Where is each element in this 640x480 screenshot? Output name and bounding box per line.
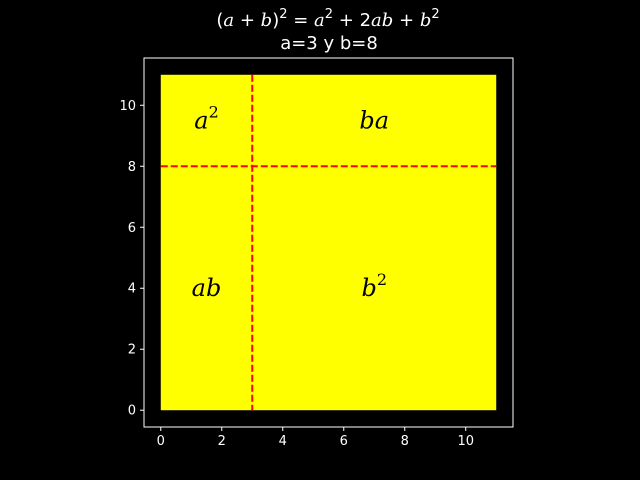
x-tick-label: 6: [340, 434, 348, 449]
y-axis-ticks: 0 2 4 6 8 10: [119, 99, 144, 419]
x-tick-label: 2: [218, 434, 226, 449]
title-line-1: (a + b)2 = a2 + 2ab + b2: [216, 7, 439, 31]
title-part: +: [234, 10, 261, 31]
region-label-ba: ba: [359, 107, 389, 135]
title-variable: b: [420, 10, 432, 31]
title-exponent: 2: [279, 7, 287, 22]
region-label-b2-exponent: 2: [377, 270, 387, 289]
x-tick-label: 10: [457, 434, 474, 449]
x-axis-ticks: 0 2 4 6 8 10: [157, 427, 474, 449]
x-tick-label: 0: [157, 434, 165, 449]
region-label-b2-base: b: [361, 274, 376, 302]
y-tick-label: 4: [128, 282, 136, 297]
region-label-ba-base: ba: [359, 107, 389, 135]
title-part: +: [393, 10, 420, 31]
x-tick-label: 4: [279, 434, 287, 449]
title-exponent: 2: [431, 7, 439, 22]
title-part: =: [288, 10, 315, 31]
title-variable: a: [223, 10, 234, 31]
y-tick-label: 2: [128, 343, 136, 358]
axes-frame: [143, 57, 514, 428]
region-label-a2: a2: [194, 103, 219, 135]
region-label-ab: ab: [192, 274, 222, 302]
y-tick-label: 10: [119, 99, 136, 114]
region-label-b2: b2: [361, 270, 387, 302]
title-part: + 2: [333, 10, 371, 31]
region-label-ab-base: ab: [192, 274, 222, 302]
y-tick-label: 8: [128, 160, 136, 175]
x-tick-label: 8: [401, 434, 409, 449]
title-variable: a: [314, 10, 325, 31]
title-variable: b: [261, 10, 273, 31]
region-label-a2-exponent: 2: [209, 103, 219, 122]
yellow-square: [160, 74, 497, 411]
chart-title: (a + b)2 = a2 + 2ab + b2 a=3 y b=8: [216, 7, 439, 54]
title-part: ): [272, 10, 279, 31]
region-label-a2-base: a: [194, 107, 208, 135]
title-exponent: 2: [325, 7, 333, 22]
title-part: (: [216, 10, 223, 31]
y-tick-label: 6: [128, 221, 136, 236]
y-tick-label: 0: [128, 404, 136, 419]
title-variable: ab: [371, 10, 393, 31]
title-line-2: a=3 y b=8: [280, 33, 378, 54]
